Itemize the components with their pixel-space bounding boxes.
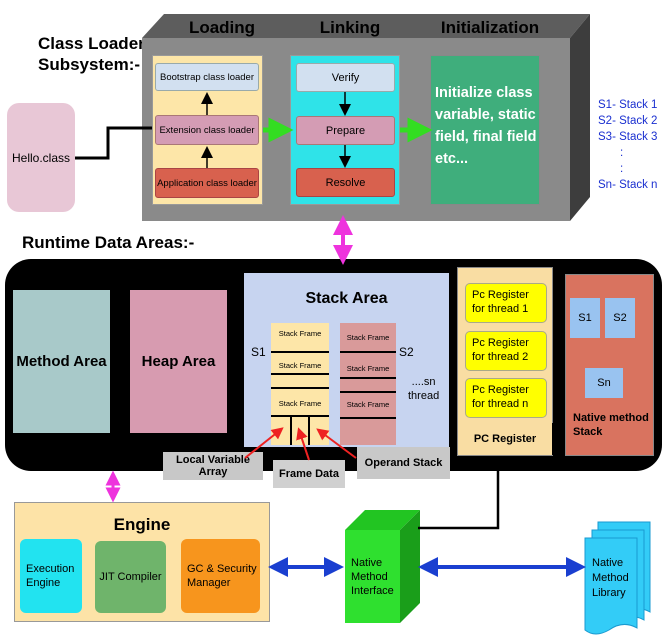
application-label: Application class loader xyxy=(157,177,257,189)
thread1-separators xyxy=(271,351,329,445)
runtime-title: Runtime Data Areas:- xyxy=(22,233,195,252)
native-method-stack-label: Native method Stack xyxy=(573,412,649,438)
sn-thread-line2: thread xyxy=(408,390,440,402)
gc-security-manager: GC & Security Manager xyxy=(181,539,260,613)
resolve-label: Resolve xyxy=(325,176,366,189)
bootstrap-class-loader: Bootstrap class loader xyxy=(155,63,259,91)
loading-heading: Loading xyxy=(188,18,256,37)
block-top-face xyxy=(142,14,590,38)
sn-thread-label: ....sn thread xyxy=(408,375,439,403)
t2-frame-1: Stack Frame xyxy=(346,333,390,342)
method-area-label: Method Area xyxy=(16,353,107,370)
native-sn-label: Sn xyxy=(597,377,611,389)
prepare-step: Prepare xyxy=(296,116,395,145)
engine-title: Engine xyxy=(113,515,171,534)
thread2-stack xyxy=(340,323,396,445)
class-loader-title-line2: Subsystem:- xyxy=(38,55,141,74)
pc-register-threadn: Pc Register for thread n xyxy=(465,378,547,418)
thread1-stack xyxy=(271,323,329,445)
native-s1-label: S1 xyxy=(578,312,592,324)
extension-class-loader: Extension class loader xyxy=(155,115,259,145)
pc-register-title: PC Register xyxy=(473,433,537,445)
stack-s1-label: S1 xyxy=(251,345,266,359)
class-loader-title: Class Loader Subsystem:- xyxy=(38,33,145,75)
linking-heading: Linking xyxy=(319,18,381,37)
t1-frame-1: Stack Frame xyxy=(278,329,322,338)
t2-frame-3: Stack Frame xyxy=(346,400,390,409)
connector-to-nmi xyxy=(418,470,500,530)
hello-class-label: Hello.class xyxy=(11,150,71,165)
legend-sn: Sn- Stack n xyxy=(598,179,658,191)
stacks-legend: S1- Stack 1 S2- Stack 2 S3- Stack 3 : : … xyxy=(598,97,657,193)
prepare-label: Prepare xyxy=(325,124,366,137)
operand-stack-label: Operand Stack xyxy=(364,457,443,469)
jit-compiler-label: JIT Compiler xyxy=(99,571,162,583)
arrow-local-variable xyxy=(244,427,284,459)
nmi-side-face xyxy=(400,510,420,623)
pc-register-thread2: Pc Register for thread 2 xyxy=(465,331,547,371)
application-class-loader: Application class loader xyxy=(155,168,259,198)
verify-step: Verify xyxy=(296,63,395,92)
stack-s2-label: S2 xyxy=(399,345,414,359)
t1-frame-2: Stack Frame xyxy=(278,361,322,370)
legend-s2: S2- Stack 2 xyxy=(598,115,658,127)
legend-s1: S1- Stack 1 xyxy=(598,99,658,111)
operand-stack-callout: Operand Stack xyxy=(357,447,450,479)
hello-class-file: Hello.class xyxy=(7,103,75,212)
native-library-label: Native Method Library xyxy=(592,557,629,599)
nmi-top-face xyxy=(345,510,420,530)
native-stack-sn: Sn xyxy=(585,368,623,398)
pc-register-thread1: Pc Register for thread 1 xyxy=(465,283,547,323)
frame-data-label: Frame Data xyxy=(279,468,339,480)
hello-connector xyxy=(75,126,152,160)
sn-thread-line1: ....sn xyxy=(411,376,436,388)
stack-area-title: Stack Area xyxy=(305,290,388,307)
native-interface-label: Native Method Interface xyxy=(351,557,394,597)
initialization-panel xyxy=(430,55,540,205)
t2-frame-2: Stack Frame xyxy=(346,364,390,373)
bootstrap-label: Bootstrap class loader xyxy=(160,71,254,83)
legend-dot2: : xyxy=(620,163,624,175)
arrow-operand-stack xyxy=(316,428,357,459)
resolve-step: Resolve xyxy=(296,168,395,197)
library-page-front xyxy=(584,537,638,635)
t1-frame-3: Stack Frame xyxy=(278,399,322,408)
frame-data-callout: Frame Data xyxy=(273,460,345,488)
block-side-face xyxy=(570,14,590,221)
jit-compiler: JIT Compiler xyxy=(95,541,166,613)
verify-label: Verify xyxy=(331,71,360,84)
native-stack-s1: S1 xyxy=(570,298,600,338)
native-stack-s2: S2 xyxy=(605,298,635,338)
class-loader-title-line1: Class Loader xyxy=(38,34,145,53)
legend-dot1: : xyxy=(620,147,624,159)
native-s2-label: S2 xyxy=(613,312,627,324)
heap-area: Heap Area xyxy=(130,290,227,433)
thread2-separators xyxy=(340,351,396,419)
extension-label: Extension class loader xyxy=(159,124,255,136)
initialization-heading: Initialization xyxy=(440,18,540,37)
execution-engine-label: Execution Engine xyxy=(26,563,75,589)
local-variable-array-label: Local Variable Array xyxy=(176,454,250,478)
heap-area-label: Heap Area xyxy=(141,353,216,370)
arrow-frame-data xyxy=(296,427,310,461)
gc-security-label: GC & Security Manager xyxy=(187,563,257,589)
initialization-text: Initialize class variable, static field,… xyxy=(435,85,537,167)
nmi-front-face xyxy=(345,530,400,623)
method-area: Method Area xyxy=(13,290,110,433)
connector-native-stack xyxy=(552,423,565,455)
legend-s3: S3- Stack 3 xyxy=(598,131,658,143)
execution-engine: Execution Engine xyxy=(20,539,82,613)
